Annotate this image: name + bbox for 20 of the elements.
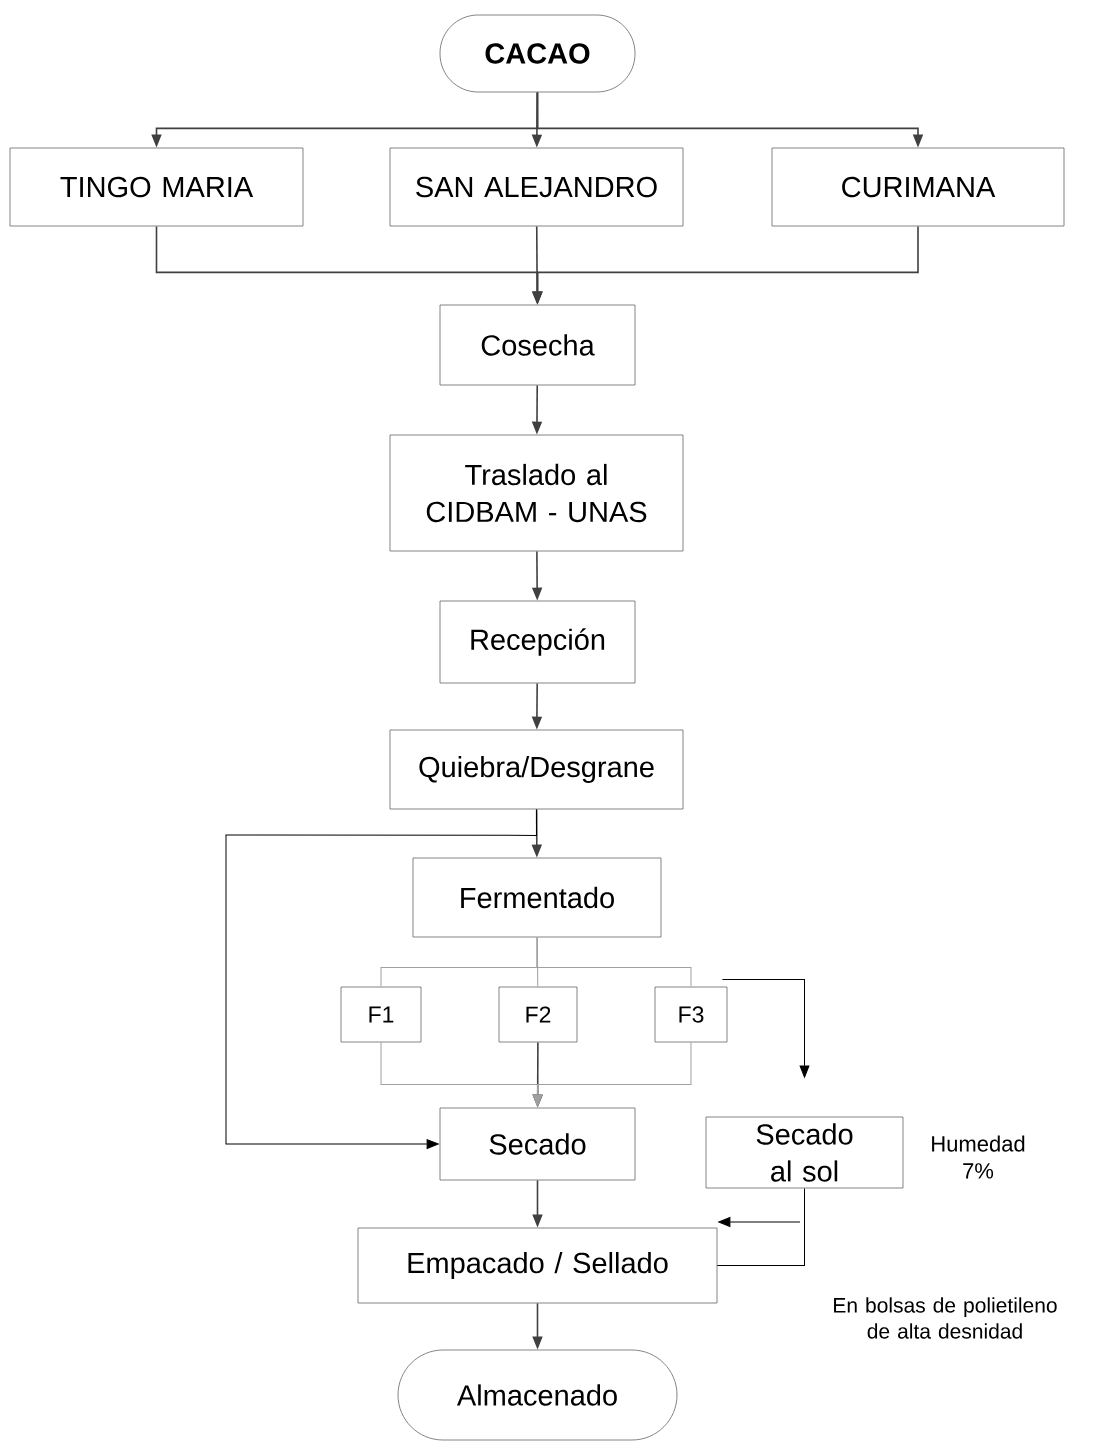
arrow [225, 808, 537, 1149]
process-box: CURIMANA [771, 147, 1065, 227]
process-box: SAN ALEJANDRO [389, 147, 684, 227]
process-box: Cosecha [439, 304, 636, 386]
arrow [532, 1041, 692, 1107]
process-box: TINGO MARIA [9, 147, 304, 227]
process-box: Traslado al CIDBAM - UNAS [389, 434, 684, 552]
process-box: Secado [439, 1107, 636, 1181]
process-box: Empacado / Sellado [357, 1227, 718, 1304]
note-text: Humedad 7% [932, 1135, 1025, 1179]
process-box: F2 [498, 986, 578, 1043]
note-text: En bolsas de polietileno de alta desnidad [834, 1297, 1057, 1339]
process-box: Quiebra/Desgrane [389, 729, 684, 810]
arrow [718, 1217, 801, 1227]
process-box: Fermentado [412, 857, 662, 938]
process-box: Recepción [439, 600, 636, 684]
process-box: F3 [654, 986, 728, 1043]
process-box: Secado al sol [705, 1116, 904, 1189]
process-box: F1 [340, 986, 422, 1043]
arrow [721, 979, 810, 1078]
